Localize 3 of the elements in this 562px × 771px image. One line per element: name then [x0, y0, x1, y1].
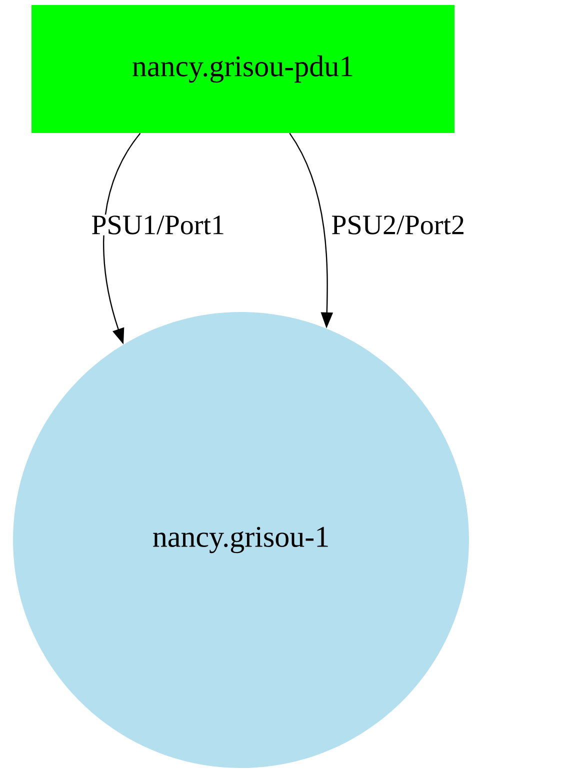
device-box: nancy.grisou-pdu1: [32, 5, 454, 133]
edge-label: PSU1/Port1: [90, 214, 226, 236]
edge-label: PSU2/Port2: [330, 214, 466, 236]
